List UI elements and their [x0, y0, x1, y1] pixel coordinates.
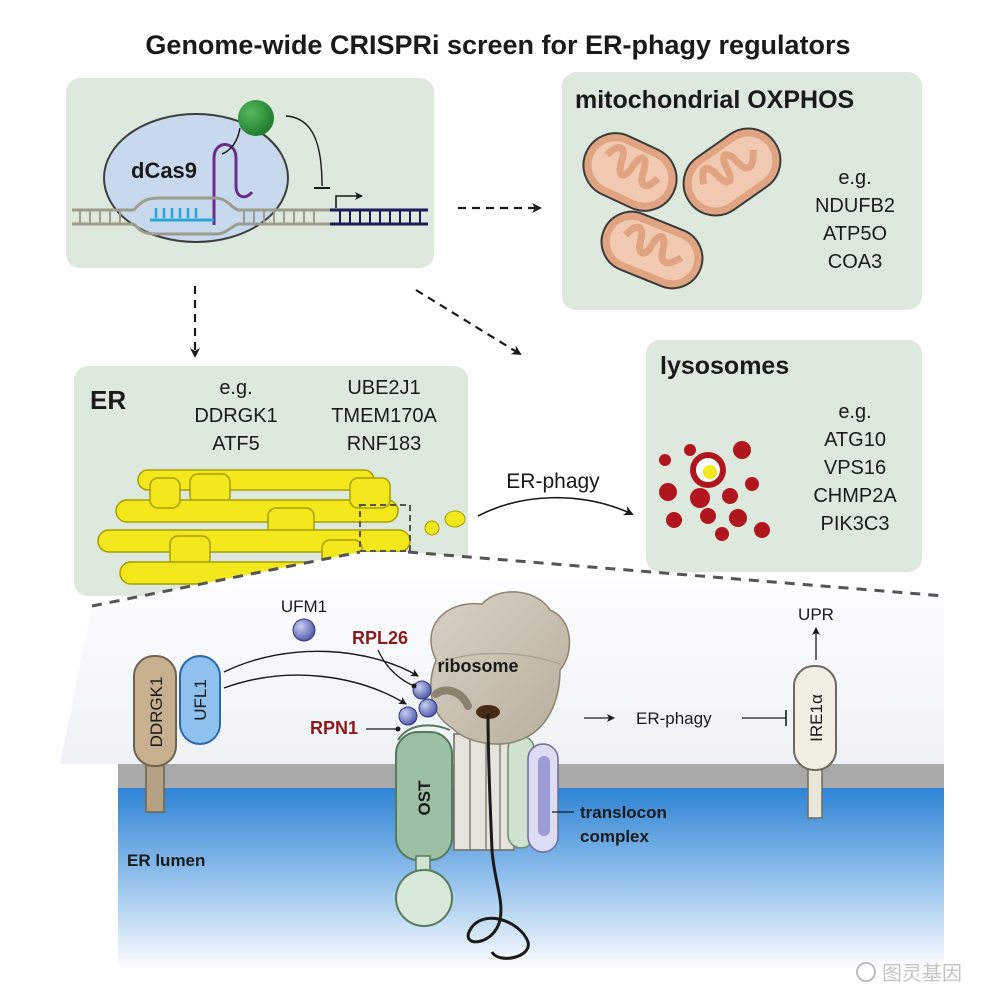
er-phagy-arrow: [477, 496, 634, 517]
er-phagy-arrow-label: ER-phagy: [506, 470, 600, 493]
effector-linker: [221, 127, 241, 155]
er-panel-title: ER: [90, 385, 126, 415]
er-eg: e.g.: [219, 377, 252, 399]
figure-title: Genome-wide CRISPRi screen for ER-phagy …: [145, 30, 850, 60]
mitochondrion-1: [582, 132, 678, 212]
er-phagy-inline-label: ER-phagy: [636, 709, 712, 728]
er-gene-right-2: TMEM170A: [331, 405, 437, 427]
translocon-complex: [453, 733, 559, 853]
ufm1-label: UFM1: [281, 597, 327, 616]
ufm1-rpl26-ball-2-icon: [418, 698, 438, 718]
lyso-gene-4: PIK3C3: [821, 513, 890, 535]
crispri-panel: dCas9: [66, 78, 434, 268]
ufm1-ball-icon: [292, 618, 316, 642]
ost-label: OST: [415, 780, 434, 816]
arrow-to-lysosomes: [415, 289, 522, 356]
er-lumen-label: ER lumen: [127, 851, 205, 870]
ire1a-protein: IRE1α: [793, 665, 837, 819]
lyso-eg: e.g.: [838, 401, 871, 423]
ddrgk1-protein: DDRGK1: [133, 655, 177, 813]
watermark-logo-icon: [856, 962, 876, 982]
guide-rna: [212, 143, 254, 225]
mitochondrion-2: [682, 127, 782, 217]
ufl1-protein: UFL1: [179, 655, 221, 745]
watermark-text: 图灵基因: [882, 962, 962, 985]
mitochondrion-3: [600, 210, 704, 290]
er-gene-right-1: UBE2J1: [347, 377, 420, 399]
watermark: 图灵基因: [856, 962, 962, 985]
translocon-label: translocon: [580, 803, 667, 822]
er-gene-left-1: DDRGK1: [194, 405, 277, 427]
ribosome-label: ribosome: [437, 656, 518, 676]
ufl1-label: UFL1: [191, 679, 210, 721]
lysosome-panel: lysosomes e.g. ATG10 VPS16 CHMP2A PIK3C3: [646, 340, 922, 572]
mito-gene-3: COA3: [828, 251, 882, 273]
mito-gene-2: ATP5O: [823, 223, 887, 245]
rpl26-label: RPL26: [352, 628, 408, 648]
mito-panel: mitochondrial OXPHOS e.g. NDUFB2 ATP5O C…: [562, 72, 922, 310]
lyso-gene-1: ATG10: [824, 429, 886, 451]
ost-protein: OST: [395, 724, 453, 927]
membrane-zoom: ER lumen DDRGK1 UFL1 UFM1 translocon: [60, 550, 945, 970]
repression-line: [285, 115, 323, 187]
lyso-gene-3: CHMP2A: [813, 485, 897, 507]
lysosome-dots: [659, 441, 770, 541]
lysosome-panel-title: lysosomes: [660, 352, 789, 380]
er-vesicle-1: [424, 520, 440, 536]
er-zoom-box: [359, 504, 411, 552]
ufm1-transfer-arrow-1: [223, 650, 419, 677]
ufm1-transfer-arrow-2: [223, 674, 407, 705]
mito-eg: e.g.: [838, 167, 871, 189]
tss-arrow-icon: [335, 192, 363, 208]
krab-effector-circle: [238, 100, 274, 136]
mito-gene-1: NDUFB2: [815, 195, 895, 217]
upr-label: UPR: [798, 605, 834, 624]
ufm1-rpl26-ball-1-icon: [412, 680, 432, 700]
zoom-line-left: [91, 550, 361, 608]
rpn1-pointer-dot: [395, 726, 401, 732]
autolysosome: [690, 452, 726, 488]
er-gene-right-3: RNF183: [347, 433, 421, 455]
ribosome: ribosome: [430, 591, 571, 745]
rpl26-pointer-dot: [411, 683, 417, 689]
nascent-polypeptide: [466, 713, 530, 960]
translocon-complex-label: complex: [580, 827, 650, 846]
rpl26-pointer: [377, 649, 415, 687]
ire1a-label: IRE1α: [807, 694, 826, 742]
ufm1-rpn1-ball-icon: [398, 706, 418, 726]
er-gene-left-2: ATF5: [212, 433, 259, 455]
dcas9-label: dCas9: [131, 158, 197, 183]
lyso-gene-2: VPS16: [824, 457, 886, 479]
mito-panel-title: mitochondrial OXPHOS: [575, 86, 854, 114]
rpn1-label: RPN1: [310, 718, 358, 738]
ddrgk1-label: DDRGK1: [147, 677, 166, 748]
dna-double-helix: [72, 196, 428, 236]
er-vesicle-2: [444, 510, 466, 528]
